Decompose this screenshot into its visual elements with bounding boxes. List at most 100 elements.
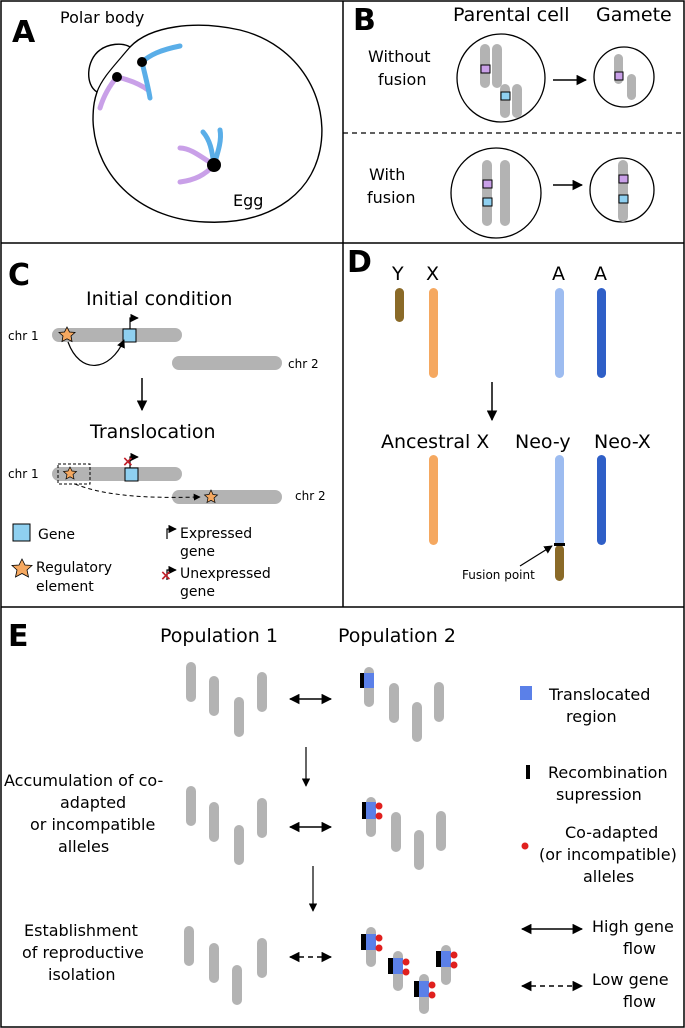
gene-initial: [122, 328, 137, 343]
y-chromosome: [395, 288, 404, 322]
a1-label: A: [552, 263, 565, 285]
svg-text:×: ×: [160, 568, 172, 584]
legend-regulatory-icon: [11, 558, 33, 578]
legend-translocated-icon: [520, 686, 532, 700]
neo-y-label: Neo-y: [515, 431, 571, 453]
x-label: X: [426, 263, 439, 285]
neo-x-label: Neo-X: [594, 431, 651, 453]
legend-expressed-icon: [166, 524, 177, 539]
chr1-translocated: [52, 467, 182, 481]
egg-label: Egg: [233, 191, 263, 210]
establishment-label-2: of reproductive: [22, 943, 144, 962]
chr1-label-bottom: chr 1: [8, 467, 39, 481]
legend-unexpressed-label-2: gene: [180, 584, 215, 600]
legend-expressed-label-2: gene: [180, 544, 215, 560]
legend-recombination-label-1: Recombination: [548, 763, 668, 782]
row3-pop1: [184, 926, 267, 1005]
legend-high-flow-label-2: flow: [623, 939, 656, 958]
legend-unexpressed-icon: [166, 565, 177, 580]
legend-translocated-label-2: region: [566, 707, 617, 726]
neo-y-lower: [555, 545, 564, 581]
parental-cell-without: [456, 33, 546, 123]
gamete-with: [589, 157, 655, 223]
accumulation-label-2: adapted: [60, 793, 126, 812]
population-2-label: Population 2: [338, 625, 456, 647]
with-label-1: With: [369, 165, 405, 184]
y-label: Y: [391, 263, 404, 285]
panel-a-letter: A: [12, 15, 36, 50]
panel-b: B Parental cell Gamete Without fusion Wi…: [353, 3, 672, 239]
population-1-label: Population 1: [160, 625, 278, 647]
parental-cell-with: [450, 147, 542, 239]
neo-y-upper: [555, 455, 564, 547]
row2-pop2: [362, 797, 446, 870]
panel-d-letter: D: [347, 245, 372, 280]
chr2-label-top: chr 2: [288, 357, 319, 371]
egg-centromere: [207, 158, 221, 172]
polar-chrom-purple-2: [114, 74, 151, 93]
chr2-initial: [172, 356, 282, 370]
chr1-label-top: chr 1: [8, 329, 39, 343]
row2-pop1: [186, 786, 267, 865]
legend-expressed-label-1: Expressed: [180, 526, 252, 542]
without-label-1: Without: [368, 47, 431, 66]
accumulation-label-4: alleles: [58, 837, 109, 856]
legend-regulatory-label-1: Regulatory: [36, 560, 112, 576]
a2-label: A: [594, 263, 607, 285]
legend-regulatory-label-2: element: [36, 579, 94, 595]
autosome-light: [555, 288, 564, 378]
chr2-label-bottom: chr 2: [295, 489, 326, 503]
panel-a: A Polar body Egg: [12, 8, 323, 223]
fusion-point-label: Fusion point: [462, 568, 535, 582]
neo-x-chromosome: [597, 455, 606, 545]
legend-low-flow-label-2: flow: [623, 992, 656, 1011]
row1-pop1: [186, 662, 267, 737]
panel-e: E Population 1 Population 2 Translocated…: [4, 619, 677, 1014]
row1-pop2: [360, 667, 444, 742]
panel-c: C Initial condition chr 1 chr 2 Transloc…: [8, 258, 326, 600]
panel-c-letter: C: [8, 258, 30, 293]
egg-cell-outline: [88, 24, 323, 223]
legend-recombination-label-2: supression: [556, 785, 642, 804]
establishment-label-1: Establishment: [24, 921, 138, 940]
translocation-label: Translocation: [89, 421, 216, 443]
purple-gene: [480, 64, 491, 74]
legend-high-flow-label-1: High gene: [592, 917, 674, 936]
establishment-label-3: isolation: [48, 965, 115, 984]
polar-body-boundary: [96, 46, 131, 93]
legend-allele-label-1: Co-adapted: [565, 823, 658, 842]
polar-centromere-1: [112, 72, 122, 82]
legend-translocated-label-1: Translocated: [548, 685, 650, 704]
polar-chrom-blue: [139, 43, 183, 65]
x-chromosome: [429, 288, 438, 378]
polar-body-label: Polar body: [60, 8, 144, 27]
initial-condition-label: Initial condition: [86, 288, 232, 310]
fusion-point-mark: [554, 543, 565, 546]
panel-b-letter: B: [353, 3, 376, 38]
legend-recombination-icon: [526, 765, 530, 779]
parental-cell-label: Parental cell: [453, 4, 569, 26]
gamete-without: [593, 46, 655, 108]
legend-gene-label: Gene: [38, 527, 75, 543]
polar-centromere-2: [137, 57, 147, 67]
svg-text:×: ×: [122, 454, 134, 470]
regulatory-element-initial: [58, 326, 76, 343]
without-label-2: fusion: [378, 70, 426, 89]
blue-gene: [500, 91, 511, 101]
legend-unexpressed-label-1: Unexpressed: [180, 566, 271, 582]
with-label-2: fusion: [367, 188, 415, 207]
translocated-segment-box: [57, 463, 91, 485]
legend-allele-label-2: (or incompatible): [539, 845, 677, 864]
legend-allele-label-3: alleles: [583, 867, 634, 886]
accumulation-label-1: Accumulation of co-: [4, 771, 163, 790]
panel-d: D Y X A A Ancestral X Neo-y Neo-X Fusion…: [347, 245, 651, 582]
accumulation-label-3: or incompatible: [30, 815, 155, 834]
row3-pop2: [361, 927, 458, 1014]
ancestral-x-label: Ancestral X: [381, 431, 489, 453]
legend-gene-icon: [12, 523, 31, 542]
ancestral-x-chromosome: [429, 455, 438, 545]
legend-low-flow-label-1: Low gene: [592, 970, 669, 989]
